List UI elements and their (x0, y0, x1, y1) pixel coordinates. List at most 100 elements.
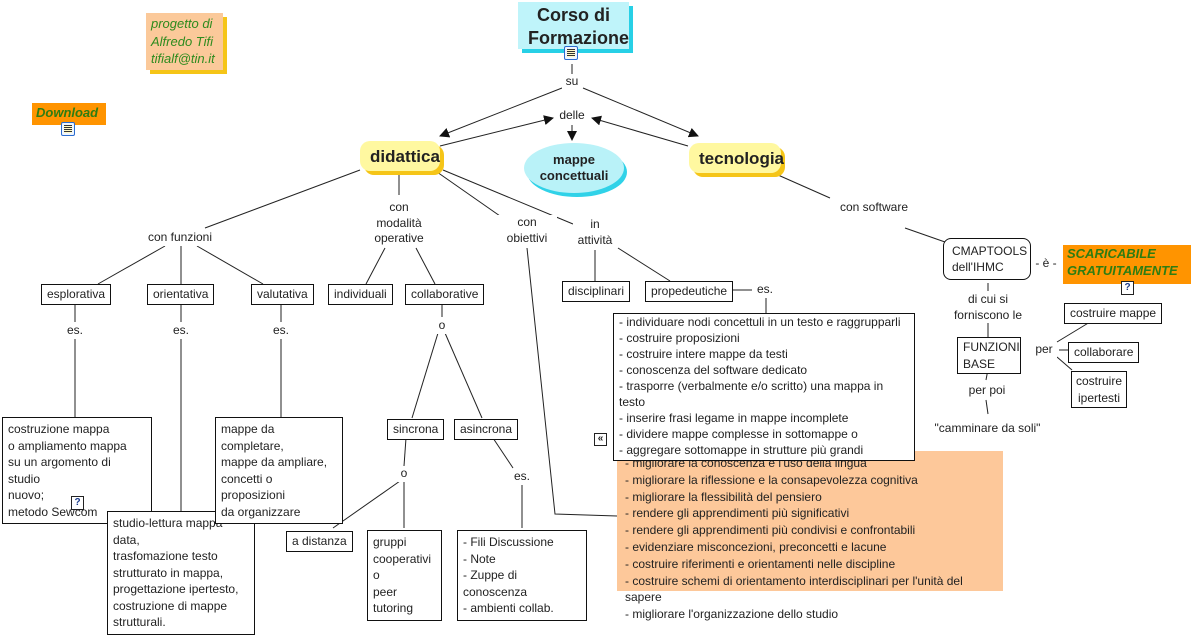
attivita-line-1: in (590, 217, 600, 231)
text-line: nuovo; (8, 488, 45, 503)
concept-costruire-mappe[interactable]: costruire mappe (1064, 303, 1163, 324)
obiettivi-list[interactable]: - migliorare la conoscenza e l'uso della… (617, 451, 1003, 621)
link-su-didattica (439, 87, 563, 138)
concept-cmaptools[interactable]: CMAPTOOLS dell'IHMC (943, 238, 1031, 281)
link-label-o-sincrona: o (398, 466, 410, 482)
list-item: - costruire proposizioni (619, 330, 740, 345)
link-funz-valut (196, 245, 264, 285)
list-item: - costruire intere mappe da testi (619, 346, 788, 361)
asincrona-examples[interactable]: - Fili Discussione - Note - Zuppe di con… (457, 530, 587, 621)
link-label-per: per (1031, 342, 1057, 358)
text-line: concetti o proposizioni (221, 471, 286, 503)
title-document-icon[interactable] (564, 46, 578, 60)
link-funz-esplo (97, 245, 166, 285)
list-item: - inserire frasi legame in mappe incompl… (619, 410, 849, 425)
back-double-icon[interactable]: « (594, 433, 607, 446)
link-didattica-obiettivi (436, 171, 501, 217)
text-line: costruzione di mappe (113, 598, 228, 613)
link-per-iper (1056, 356, 1073, 371)
concept-collaborative[interactable]: collaborative (405, 284, 485, 305)
link-tecnologia-software (777, 174, 831, 199)
modalita-line-3: operative (374, 231, 424, 246)
list-item: - costruire riferimenti e orientamenti n… (625, 556, 896, 571)
cmaptools-line-1: CMAPTOOLS (952, 244, 1028, 258)
text-line: da organizzare (221, 504, 301, 519)
concept-funzioni-base[interactable]: FUNZIONI BASE (957, 337, 1021, 375)
concept-gruppi-cooperativi[interactable]: gruppi cooperativi o peer tutoring (367, 530, 442, 621)
list-item: - rendere gli apprendimenti più signific… (625, 506, 850, 521)
text-line: strutturali. (113, 615, 166, 630)
orientativa-examples[interactable]: studio-lettura mappa data, trasfomazione… (107, 511, 255, 635)
link-o2-distanza (332, 480, 401, 529)
valutativa-examples[interactable]: mappe da completare, mappe da ampliare, … (215, 417, 343, 525)
link-asincrona-es (492, 437, 514, 469)
list-item: - rendere gli apprendimenti più condivis… (625, 523, 916, 538)
list-item: - aggregare sottomappe in strutture più … (619, 442, 864, 457)
link-attivita-prop (617, 247, 671, 282)
text-line: cooperativi (373, 551, 432, 566)
text-line: trasfomazione testo (113, 549, 218, 564)
text-line: - Note (463, 551, 496, 566)
download-document-icon[interactable] (61, 122, 75, 136)
link-label-es-valutativa: es. (270, 323, 292, 339)
list-item: - evidenziare misconcezioni, preconcetti… (625, 539, 887, 554)
concept-asincrona[interactable]: asincrona (454, 419, 519, 440)
concept-orientativa[interactable]: orientativa (147, 284, 215, 305)
link-didattica-delle (439, 115, 554, 147)
concept-sincrona[interactable]: sincrona (387, 419, 445, 440)
concept-scaricabile[interactable]: SCARICABILE GRATUITAMENTE (1063, 245, 1191, 284)
concept-costruire-ipertesti[interactable]: costruire ipertesti (1071, 371, 1127, 409)
di-cui-line-2: forniscono le (953, 307, 1023, 322)
link-modalita-indiv (365, 247, 386, 285)
concept-valutativa[interactable]: valutativa (251, 284, 314, 305)
link-label-es-propedeutiche: es. (754, 282, 776, 298)
scaricabile-help-icon[interactable]: ? (1121, 281, 1134, 295)
credit-note: progetto di Alfredo Tifi tifialf@tin.it (146, 13, 223, 70)
link-label-o: o (436, 318, 448, 334)
text-line: studio-lettura mappa data, (113, 516, 223, 547)
text-line: o ampliamento mappa (8, 438, 127, 453)
link-o-asincrona (444, 332, 483, 419)
concept-esplorativa[interactable]: esplorativa (41, 284, 112, 305)
link-label-e: - è - (1032, 256, 1060, 272)
text-line: - Zuppe di conoscenza (463, 568, 528, 599)
concept-camminare-da-soli[interactable]: "camminare da soli" (930, 421, 1045, 437)
link-label-con-funzioni: con funzioni (144, 230, 216, 246)
credit-email[interactable]: tifialf@tin.it (151, 51, 215, 67)
text-line: - Fili Discussione (463, 535, 554, 549)
list-item: - individuare nodi concettuli in un test… (619, 315, 901, 329)
link-label-con-software: con software (836, 200, 912, 216)
concept-propedeutiche[interactable]: propedeutiche (645, 281, 734, 302)
concept-disciplinari[interactable]: disciplinari (562, 281, 631, 302)
esplorativa-help-icon[interactable]: ? (71, 496, 84, 510)
concept-collaborare[interactable]: collaborare (1068, 342, 1140, 363)
link-label-con-obiettivi: con obiettivi (497, 215, 557, 247)
text-line: - ambienti collab. (463, 601, 554, 616)
link-o-sincrona (411, 332, 439, 419)
link-label-modalita: con modalità operative (361, 200, 437, 247)
modalita-line-1: con (389, 200, 409, 214)
text-line: costruzione mappa (8, 422, 110, 436)
list-item: - migliorare la flessibilità del pensier… (625, 489, 822, 504)
funzioni-base-line-1: FUNZIONI (963, 340, 1020, 354)
credit-author: Alfredo Tifi (151, 33, 214, 49)
concept-a-distanza[interactable]: a distanza (286, 531, 353, 552)
link-label-es-asincrona: es. (511, 469, 533, 485)
scaricabile-line-1: SCARICABILE (1067, 246, 1156, 261)
download-button[interactable]: Download (32, 103, 106, 125)
link-modalita-collab (415, 247, 436, 285)
link-label-per-poi: per poi (960, 383, 1014, 399)
scaricabile-line-2: GRATUITAMENTE (1067, 262, 1178, 278)
link-software-cmap (904, 227, 946, 243)
concept-didattica[interactable]: didattica (360, 141, 440, 171)
concept-individuali[interactable]: individuali (328, 284, 393, 305)
propedeutiche-examples[interactable]: - individuare nodi concettuli in un test… (613, 313, 915, 461)
concept-tecnologia[interactable]: tecnologia (689, 143, 784, 173)
obiettivi-line-1: con (517, 215, 537, 229)
cmaptools-line-2: dell'IHMC (952, 260, 1004, 275)
text-line: progettazione ipertesto, (113, 582, 239, 597)
link-label-delle: delle (555, 108, 589, 124)
